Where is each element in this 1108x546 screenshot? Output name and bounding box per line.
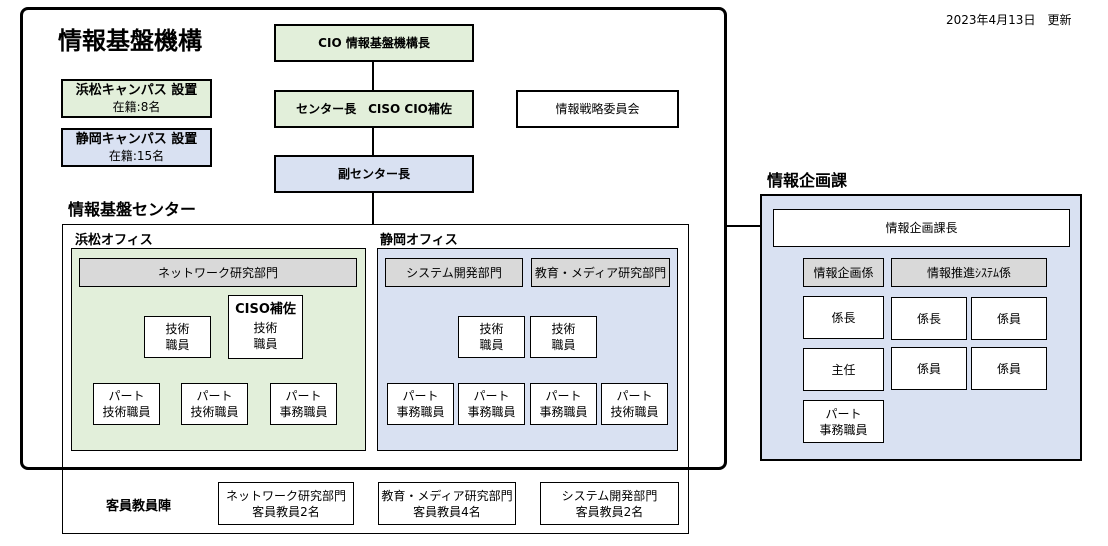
part-line2: 事務職員: [539, 405, 588, 419]
member-staff-2: 係員: [891, 347, 967, 390]
shizuoka-part-3: パート 事務職員: [530, 383, 597, 425]
shizuoka-tech-staff-1: 技術 職員: [458, 316, 525, 358]
member-staff-1: 係員: [971, 297, 1047, 340]
part-line1: パート: [825, 406, 862, 421]
connector-planning: [727, 225, 761, 227]
member-staff-3: 係員: [971, 347, 1047, 390]
center-title: 情報基盤センター: [68, 200, 197, 219]
member-chief-1: 係長: [803, 296, 884, 339]
visiting-education-box: 教育・メディア研究部門 客員教員4名: [378, 482, 516, 525]
part-line1: パート: [196, 389, 233, 403]
strategy-committee-box: 情報戦略委員会: [516, 90, 679, 128]
part-line1: パート: [616, 389, 653, 403]
visiting-count: 客員教員4名: [413, 504, 481, 519]
tech-staff-line1: 技術: [165, 322, 190, 336]
member-senior: 主任: [803, 348, 884, 391]
member-chief-2: 係長: [891, 297, 967, 340]
promotion-system-section-box: 情報推進ｼｽﾃﾑ係: [891, 258, 1047, 287]
shizuoka-campus-box: 静岡キャンパス 設置 在籍:15名: [61, 128, 212, 167]
ciso-staff-line1: 技術: [253, 321, 278, 335]
org-title: 情報基盤機構: [58, 27, 202, 55]
center-frame: [62, 224, 689, 534]
shizuoka-part-4: パート 技術職員: [601, 383, 668, 425]
shizuoka-campus-name: 静岡キャンパス 設置: [75, 131, 198, 147]
shizuoka-office-title: 静岡オフィス: [380, 233, 458, 248]
part-line1: パート: [473, 389, 510, 403]
part-line2: 技術職員: [610, 405, 659, 419]
network-dept-box: ネットワーク研究部門: [79, 258, 357, 287]
cio-box: CIO 情報基盤機構長: [274, 24, 474, 62]
part-line2: 事務職員: [467, 405, 516, 419]
connector-cio-center: [372, 62, 374, 90]
part-line1: パート: [108, 389, 145, 403]
deputy-box: 副センター長: [274, 155, 474, 193]
ciso-assistant-label: CISO補佐: [235, 302, 296, 317]
planning-part-box: パート 事務職員: [803, 400, 884, 443]
part-line1: パート: [285, 389, 322, 403]
planning-head-box: 情報企画課長: [773, 209, 1070, 247]
part-line2: 事務職員: [819, 422, 868, 437]
visiting-dept: システム開発部門: [561, 488, 658, 503]
tech-staff-line2: 職員: [479, 338, 504, 352]
part-line1: パート: [402, 389, 439, 403]
connector-deputy-center-frame: [372, 193, 374, 224]
tech-staff-line1: 技術: [551, 322, 576, 336]
visiting-count: 客員教員2名: [575, 504, 644, 519]
hamamatsu-part-3: パート 事務職員: [270, 383, 337, 425]
hamamatsu-part-1: パート 技術職員: [93, 383, 160, 425]
update-date: 2023年4月13日 更新: [946, 13, 1072, 27]
hamamatsu-office-title: 浜松オフィス: [75, 233, 153, 248]
ciso-assistant-box: CISO補佐 技術 職員: [228, 295, 303, 359]
part-line2: 事務職員: [279, 405, 328, 419]
org-frame: [20, 7, 727, 470]
tech-staff-line2: 職員: [165, 338, 190, 352]
tech-staff-line1: 技術: [479, 322, 504, 336]
visiting-system-box: システム開発部門 客員教員2名: [540, 482, 679, 525]
hamamatsu-campus-staff: 在籍:8名: [112, 99, 161, 114]
hamamatsu-campus-box: 浜松キャンパス 設置 在籍:8名: [61, 79, 212, 118]
part-line1: パート: [545, 389, 582, 403]
hamamatsu-part-2: パート 技術職員: [181, 383, 248, 425]
shizuoka-tech-staff-2: 技術 職員: [530, 316, 597, 358]
shizuoka-part-1: パート 事務職員: [387, 383, 454, 425]
visiting-dept: 教育・メディア研究部門: [381, 488, 513, 503]
planning-title: 情報企画課: [767, 171, 848, 190]
system-dept-box: システム開発部門: [385, 258, 523, 287]
tech-staff-line2: 職員: [551, 338, 576, 352]
part-line2: 技術職員: [190, 405, 239, 419]
planning-section-box: 情報企画係: [803, 258, 884, 287]
education-media-dept-box: 教育・メディア研究部門: [531, 258, 670, 287]
visiting-network-box: ネットワーク研究部門 客員教員2名: [218, 482, 354, 525]
connector-center-deputy: [372, 128, 374, 155]
shizuoka-campus-staff: 在籍:15名: [108, 148, 165, 163]
hamamatsu-tech-staff: 技術 職員: [144, 316, 211, 358]
ciso-staff-line2: 職員: [253, 337, 278, 351]
hamamatsu-campus-name: 浜松キャンパス 設置: [75, 82, 198, 98]
center-head-box: センター長 CISO CIO補佐: [274, 90, 474, 128]
part-line2: 事務職員: [396, 405, 445, 419]
part-line2: 技術職員: [102, 405, 151, 419]
visiting-faculty-title: 客員教員陣: [106, 499, 172, 514]
visiting-dept: ネットワーク研究部門: [225, 488, 346, 503]
visiting-count: 客員教員2名: [252, 504, 320, 519]
shizuoka-part-2: パート 事務職員: [458, 383, 525, 425]
